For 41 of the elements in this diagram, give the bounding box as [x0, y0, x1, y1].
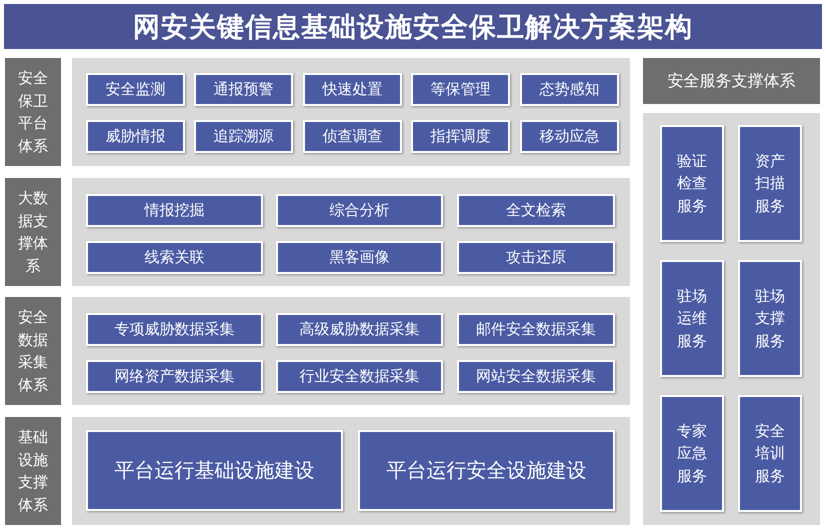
module-box: 追踪溯源	[194, 120, 293, 153]
module-box: 高级威胁数据采集	[276, 313, 443, 346]
panel-background	[72, 297, 630, 405]
module-box: 快速处置	[303, 73, 402, 106]
category-label: 大数据支撑体系	[5, 178, 61, 286]
module-box: 平台运行基础设施建设	[86, 430, 343, 511]
panel-background	[72, 178, 630, 286]
module-box: 平台运行安全设施建设	[358, 430, 615, 511]
module-box: 行业安全数据采集	[276, 360, 443, 393]
module-box: 攻击还原	[457, 241, 615, 274]
module-box: 专项威胁数据采集	[86, 313, 263, 346]
module-box: 线索关联	[86, 241, 263, 274]
category-label: 安全保卫平台体系	[5, 58, 61, 166]
module-box: 邮件安全数据采集	[457, 313, 615, 346]
module-box: 指挥调度	[411, 120, 510, 153]
module-box: 安全监测	[86, 73, 185, 106]
category-label: 基础设施支撑体系	[5, 417, 61, 525]
module-box: 移动应急	[520, 120, 619, 153]
section-header: 安全服务支撑体系	[643, 58, 820, 104]
module-box: 态势感知	[520, 73, 619, 106]
panel-background	[72, 417, 630, 525]
panel-background	[72, 58, 630, 166]
service-box: 安全培训服务	[738, 395, 802, 512]
service-box: 驻场支撑服务	[738, 260, 802, 377]
panel-background	[643, 113, 820, 525]
module-box: 综合分析	[276, 194, 443, 227]
module-box: 全文检索	[457, 194, 615, 227]
title-banner: 网安关键信息基础设施安全保卫解决方案架构	[4, 4, 822, 49]
module-box: 侦查调查	[303, 120, 402, 153]
service-box: 资产扫描服务	[738, 125, 802, 242]
module-box: 网站安全数据采集	[457, 360, 615, 393]
module-box: 等保管理	[411, 73, 510, 106]
module-box: 黑客画像	[276, 241, 443, 274]
service-box: 驻场运维服务	[660, 260, 724, 377]
category-label: 安全数据采集体系	[5, 297, 61, 405]
module-box: 网络资产数据采集	[86, 360, 263, 393]
service-box: 专家应急服务	[660, 395, 724, 512]
module-box: 情报挖掘	[86, 194, 263, 227]
module-box: 威胁情报	[86, 120, 185, 153]
module-box: 通报预警	[194, 73, 293, 106]
service-box: 验证检查服务	[660, 125, 724, 242]
